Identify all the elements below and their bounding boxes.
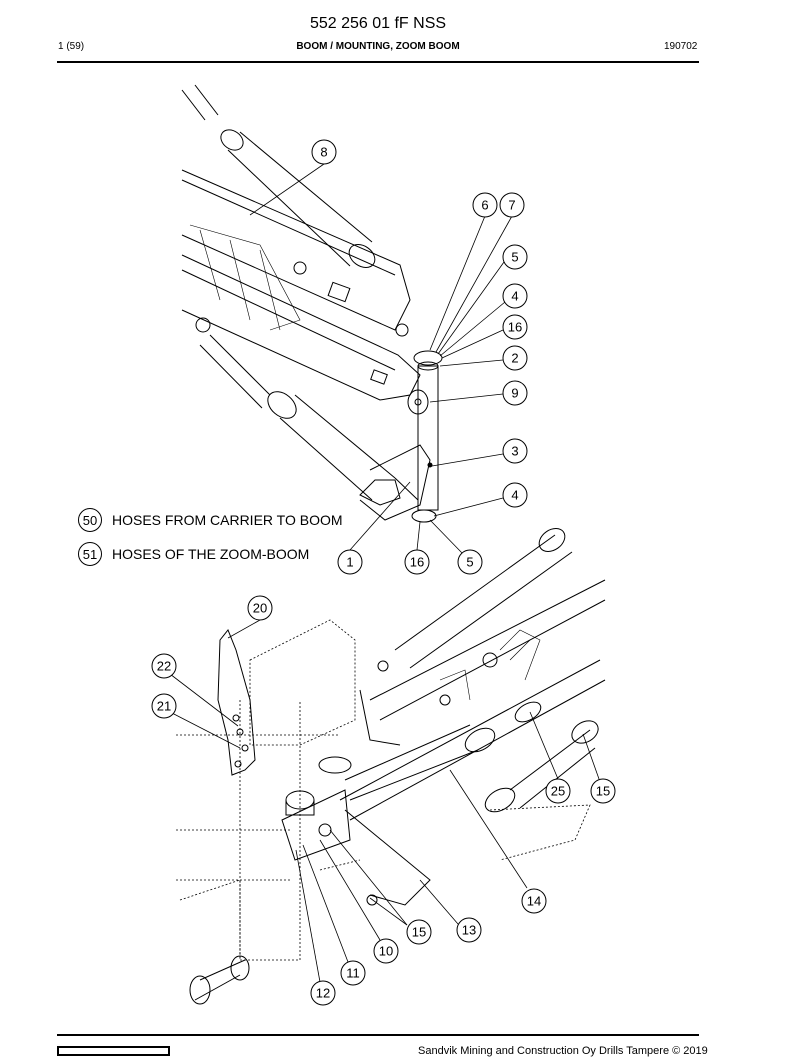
callout-5-a: 5 [502,244,528,270]
callout-11: 11 [340,960,366,986]
svg-text:7: 7 [508,198,515,213]
callout-14: 14 [521,888,547,914]
callout-13: 13 [456,917,482,943]
callout-15-b: 15 [406,919,432,945]
callout-9: 9 [502,380,528,406]
svg-text:22: 22 [157,659,171,674]
callout-15-a: 15 [590,778,616,804]
callout-20: 20 [247,595,273,621]
callout-21: 21 [151,693,177,719]
svg-text:16: 16 [410,555,424,570]
legend-item-50: 50 HOSES FROM CARRIER TO BOOM [78,508,343,532]
svg-text:9: 9 [511,386,518,401]
legend-number: 50 [78,508,102,532]
svg-text:1: 1 [346,555,353,570]
header-rule [57,61,699,63]
callout-16-b: 16 [404,549,430,575]
svg-text:10: 10 [379,944,393,959]
legend-text: HOSES OF THE ZOOM-BOOM [112,546,310,562]
callout-1: 1 [337,549,363,575]
callout-16-a: 16 [502,314,528,340]
svg-text:2: 2 [511,351,518,366]
legend-text: HOSES FROM CARRIER TO BOOM [112,512,343,528]
section-title: BOOM / MOUNTING, ZOOM BOOM [296,41,460,52]
svg-text:3: 3 [511,444,518,459]
callout-10: 10 [373,938,399,964]
document-number: 552 256 01 fF NSS [309,15,447,32]
svg-text:8: 8 [320,145,327,160]
legend-item-51: 51 HOSES OF THE ZOOM-BOOM [78,542,309,566]
svg-text:6: 6 [481,198,488,213]
callout-25: 25 [545,778,571,804]
svg-text:15: 15 [596,784,610,799]
svg-text:14: 14 [527,894,541,909]
svg-text:15: 15 [412,925,426,940]
svg-text:20: 20 [253,601,267,616]
svg-text:21: 21 [157,699,171,714]
svg-text:25: 25 [551,784,565,799]
callout-6: 6 [472,192,498,218]
callout-4-a: 4 [502,283,528,309]
callout-3: 3 [502,438,528,464]
svg-text:4: 4 [511,289,518,304]
copyright-text: Sandvik Mining and Construction Oy Drill… [418,1045,708,1057]
callout-5-b: 5 [457,549,483,575]
svg-text:12: 12 [316,986,330,1001]
callout-22: 22 [151,653,177,679]
svg-text:13: 13 [462,923,476,938]
page-number: 1 (59) [58,41,85,52]
callout-8: 8 [311,139,337,165]
svg-text:11: 11 [346,966,360,981]
date-code: 190702 [664,41,698,52]
svg-text:16: 16 [508,320,522,335]
svg-text:5: 5 [511,250,518,265]
svg-text:5: 5 [466,555,473,570]
legend-number: 51 [78,542,102,566]
callout-7: 7 [499,192,525,218]
callout-12: 12 [310,980,336,1006]
callout-2: 2 [502,345,528,371]
svg-text:4: 4 [511,488,518,503]
footer-rule [57,1034,699,1036]
callout-4-b: 4 [502,482,528,508]
sandvik-logo [57,1046,170,1056]
